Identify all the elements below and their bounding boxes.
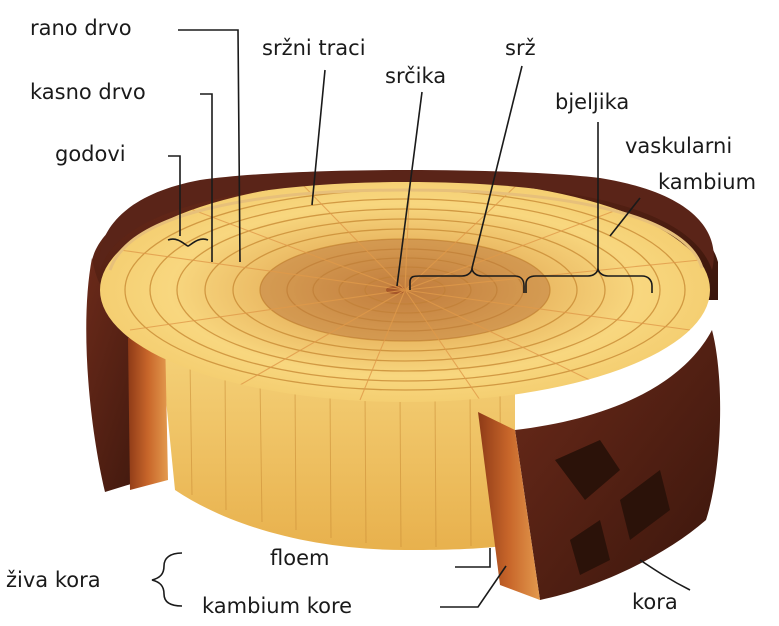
label-rano-drvo: rano drvo	[30, 18, 132, 39]
label-bjeljika: bjeljika	[555, 92, 629, 113]
label-floem: floem	[270, 548, 329, 569]
label-kasno-drvo: kasno drvo	[30, 82, 146, 103]
label-srcika: srčika	[385, 66, 446, 87]
label-srzni-traci: sržni traci	[262, 38, 366, 59]
label-srz: srž	[505, 38, 536, 59]
label-ziva-kora: živa kora	[6, 570, 101, 591]
label-kambium: kambium	[658, 172, 756, 193]
label-godovi: godovi	[55, 144, 126, 165]
label-vaskularni: vaskularni	[625, 136, 732, 157]
label-kambium-kore: kambium kore	[202, 596, 352, 617]
label-kora: kora	[632, 592, 678, 613]
